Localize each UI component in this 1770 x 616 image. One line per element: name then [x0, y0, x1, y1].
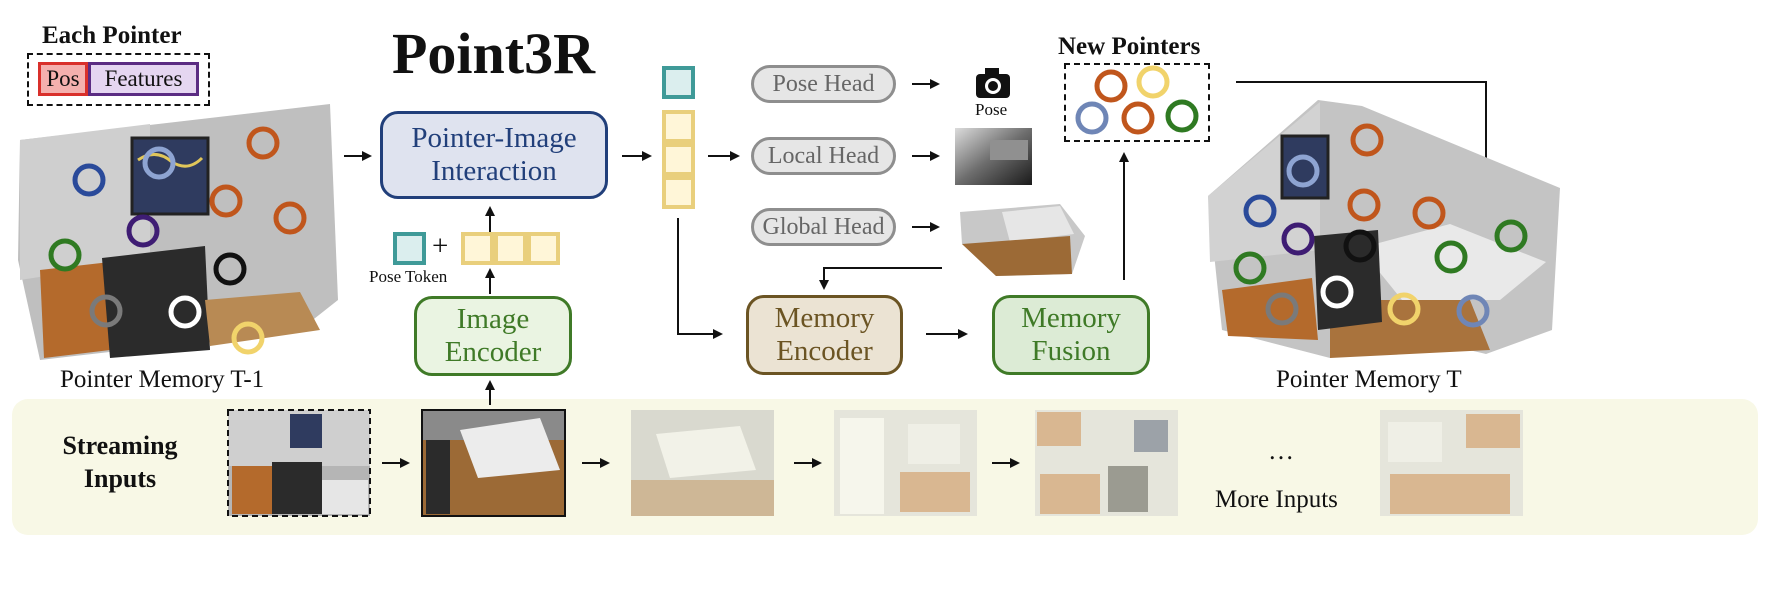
pointer	[1494, 219, 1528, 253]
pose-output-label: Pose	[975, 100, 1008, 119]
more-inputs-label: More Inputs	[1215, 486, 1338, 513]
pointer	[1165, 99, 1199, 133]
local-depth-map	[955, 128, 1032, 185]
memory-prev-label: Pointer Memory T-1	[60, 366, 265, 393]
pos-label: Pos	[46, 66, 80, 91]
stream-frame-4	[834, 410, 977, 516]
pointer	[209, 184, 243, 218]
output-pose-token	[662, 66, 695, 99]
pos-cell: Pos	[38, 62, 88, 96]
stream-frame-1	[227, 409, 371, 517]
memory-encoder-box: Memory Encoder	[746, 295, 903, 375]
pointer	[1320, 275, 1354, 309]
pointer	[213, 252, 247, 286]
image-token	[461, 232, 494, 265]
new-pointers-box	[1064, 63, 1210, 142]
pointer-image-interaction-box: Pointer-Image Interaction	[380, 111, 608, 199]
each-pointer-label: Each Pointer	[42, 22, 182, 49]
pointer	[1343, 229, 1377, 263]
more-inputs-ellipsis: …	[1268, 436, 1294, 465]
pointer	[89, 294, 123, 328]
stream-frame-3	[631, 410, 774, 516]
pointer	[1094, 69, 1128, 103]
streaming-inputs-label: Streaming Inputs	[62, 431, 178, 493]
pose-head: Pose Head	[751, 65, 896, 103]
pointer	[1434, 240, 1468, 274]
pointer	[1286, 154, 1320, 188]
pointer	[1233, 251, 1267, 285]
camera-icon	[976, 68, 1010, 98]
pointer	[273, 201, 307, 235]
image-token	[494, 232, 527, 265]
output-image-token	[662, 176, 695, 209]
each-pointer-legend	[27, 53, 210, 106]
output-image-token	[662, 110, 695, 143]
pointer	[1281, 222, 1315, 256]
pointer	[246, 126, 280, 160]
global-point-map	[960, 204, 1085, 276]
pointer	[1412, 196, 1446, 230]
pointer	[142, 146, 176, 180]
pointer	[1387, 292, 1421, 326]
pointer	[168, 295, 202, 329]
memory-next-label: Pointer Memory T	[1276, 366, 1462, 393]
page-title: Point3R	[392, 21, 595, 86]
pointer	[1121, 101, 1155, 135]
arrow-tokens-to-memory-encoder	[677, 218, 723, 339]
plus-sign: +	[432, 230, 449, 262]
pointer	[1243, 194, 1277, 228]
features-cell: Features	[88, 62, 199, 96]
pointer	[72, 163, 106, 197]
arrow-global-to-memory-encoder	[819, 267, 942, 290]
pose-token	[393, 232, 426, 265]
pointer	[1456, 294, 1490, 328]
pointer	[231, 321, 265, 355]
pose-token-label: Pose Token	[369, 267, 448, 286]
pointer	[1265, 292, 1299, 326]
local-head: Local Head	[751, 137, 896, 175]
stream-frame-6	[1380, 410, 1523, 516]
pointer	[1350, 123, 1384, 157]
global-head: Global Head	[751, 208, 896, 246]
arrow-new-pointers-to-memory	[1236, 81, 1491, 174]
image-encoder-box: Image Encoder	[414, 296, 572, 376]
stream-frame-5	[1035, 410, 1178, 516]
pointer	[1075, 101, 1109, 135]
pointer	[126, 214, 160, 248]
features-label: Features	[104, 66, 183, 91]
image-token	[527, 232, 560, 265]
stream-frame-2	[421, 409, 566, 517]
output-image-token	[662, 143, 695, 176]
memory-fusion-box: Memory Fusion	[992, 295, 1150, 375]
new-pointers-label: New Pointers	[1058, 33, 1201, 60]
pointer	[48, 238, 82, 272]
pointer	[1136, 65, 1170, 99]
pointer	[1347, 188, 1381, 222]
